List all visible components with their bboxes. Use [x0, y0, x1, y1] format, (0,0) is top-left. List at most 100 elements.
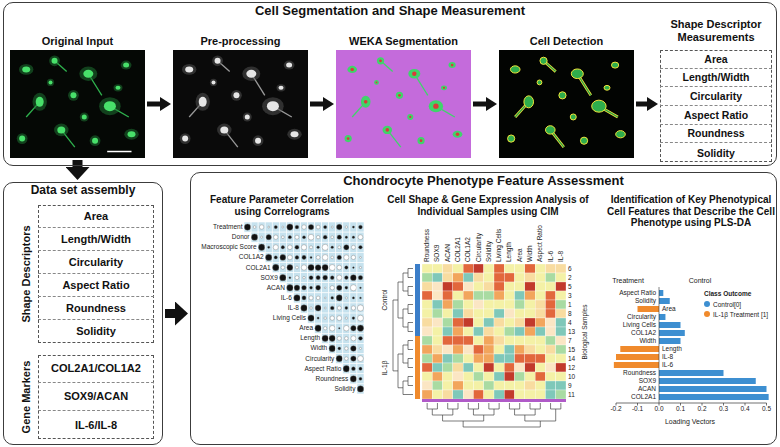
chart-label: 0.3	[719, 406, 728, 413]
correlogram-cell	[343, 333, 350, 343]
heatmap-cell	[422, 345, 432, 354]
heatmap-cell	[515, 354, 525, 363]
chart-label: 4	[568, 319, 572, 326]
dendrogram-branch	[403, 381, 408, 382]
chart-label: Length	[662, 346, 682, 353]
marker-list: Gene MarkersCOL2A1/COL1A2SOX9/ACANIL-6/I…	[38, 355, 154, 439]
dendrogram-branch	[427, 403, 428, 409]
cell-core	[433, 103, 438, 108]
chart-label: Living Cells	[273, 315, 306, 322]
correlogram-cell	[357, 354, 364, 364]
chart-label: Circularity	[627, 314, 656, 321]
heatmap-cell	[515, 300, 525, 309]
cell	[19, 136, 25, 142]
chart-label: IL-8	[558, 251, 565, 262]
dendrogram-branch	[442, 415, 443, 421]
flow-arrow	[147, 102, 160, 107]
correlogram-cell	[300, 262, 307, 272]
correlogram-cell	[308, 262, 315, 272]
chart-label: SOX9	[639, 378, 656, 385]
correlogram-cell	[350, 232, 357, 242]
cell	[524, 96, 534, 108]
dendrogram-branch	[494, 409, 495, 415]
heatmap-cell	[494, 354, 504, 363]
cell	[212, 80, 216, 84]
chart-label: IL-8	[662, 354, 673, 361]
dendrogram-branch	[408, 376, 413, 377]
image-background	[10, 50, 145, 158]
correlogram-cell	[329, 273, 336, 283]
microscopy-picture	[173, 50, 308, 158]
correlogram-cell	[293, 252, 300, 262]
heatmap-cell	[473, 354, 483, 363]
cell	[537, 80, 542, 85]
dendrogram-branch	[560, 403, 561, 409]
heatmap-cell	[494, 264, 504, 273]
loading-chart-area: Identification of Key Phenotypical Cell …	[612, 274, 774, 428]
heatmap-cell	[556, 390, 566, 399]
heatmap-cell	[484, 390, 494, 399]
chart-label: 12	[568, 364, 575, 371]
correlogram-cell	[315, 323, 322, 333]
correlation-dot	[316, 285, 321, 290]
chart-label: SOX9	[260, 274, 277, 281]
correlation-dot	[352, 297, 354, 299]
correlogram-cell	[336, 242, 343, 252]
correlation-dot	[268, 226, 270, 228]
correlogram-cell	[329, 313, 336, 323]
correlation-dot	[317, 317, 319, 319]
correlation-dot	[359, 377, 362, 380]
group-bar	[415, 336, 420, 345]
heatmap-cell	[443, 264, 453, 273]
heatmap-cell	[463, 318, 473, 327]
cell-core	[456, 132, 460, 136]
correlation-dot	[344, 325, 350, 331]
heatmap-cell	[515, 345, 525, 354]
dendrogram-branch	[509, 403, 510, 409]
dendrogram-branch	[555, 409, 556, 421]
cell-glow	[90, 135, 101, 146]
correlation-dot	[359, 367, 362, 370]
cell-glow	[54, 124, 68, 137]
chart-label: Width	[311, 345, 328, 352]
correlation-dot	[336, 295, 342, 301]
correlation-dot	[274, 235, 278, 239]
correlation-dot	[302, 255, 306, 259]
heatmap-cell	[525, 390, 535, 399]
heatmap-cell	[453, 273, 463, 282]
cell	[345, 135, 352, 142]
cell-glow	[79, 67, 97, 81]
correlogram-cell	[322, 262, 329, 272]
correlogram-cell	[279, 222, 286, 232]
microscopy-picture	[336, 50, 471, 158]
item-text: COL2A1/COL1A2	[51, 362, 141, 375]
correlation-dot	[352, 236, 354, 238]
item-text: Aspect Ratio	[684, 109, 748, 121]
chart-label: 0.5	[762, 406, 771, 413]
chart-label: IL-6	[281, 295, 292, 302]
dendrogram-branch	[432, 409, 433, 415]
dendrogram-branch	[488, 403, 489, 409]
heatmap-cell	[525, 327, 535, 336]
heatmap-cell	[432, 327, 442, 336]
correlogram-cell	[336, 222, 343, 232]
correlation-dot	[259, 225, 264, 230]
heatmap-cell	[494, 282, 504, 291]
correlation-dot	[345, 357, 349, 361]
chart-label: Roundness	[315, 376, 348, 383]
cell	[383, 126, 393, 134]
correlogram-cell	[322, 273, 329, 283]
correlogram-cell	[300, 273, 307, 283]
correlation-dot	[294, 285, 300, 291]
cell	[116, 86, 121, 90]
item-text: Solidity	[697, 147, 735, 159]
flow-arrow	[73, 160, 83, 167]
cell	[215, 58, 221, 64]
heatmap-cell	[545, 336, 555, 345]
heatmap-cell	[432, 291, 442, 300]
item-text: Length/Width	[683, 71, 750, 83]
chart-label: 3	[568, 292, 572, 299]
correlation-dot	[280, 274, 286, 280]
correlation-dot	[316, 225, 320, 229]
axis-tick	[766, 403, 767, 406]
